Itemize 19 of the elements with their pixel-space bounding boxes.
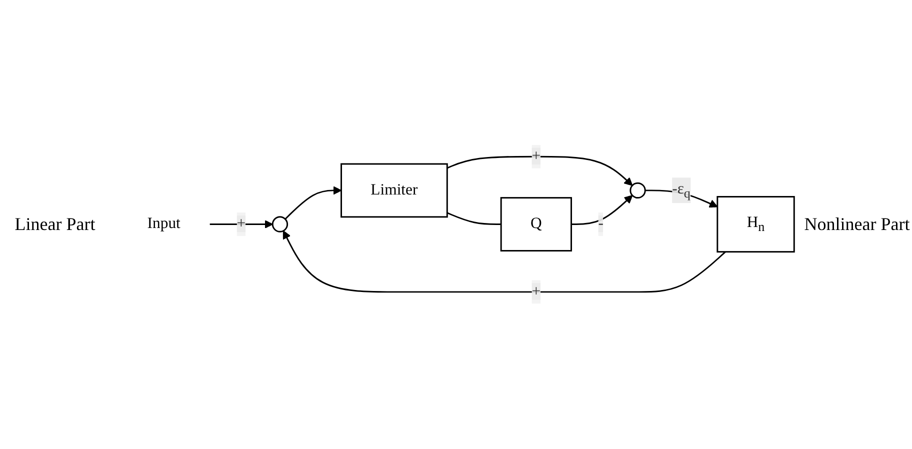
- arrow: [446, 156, 633, 186]
- arrow: [210, 220, 274, 229]
- arrow: [571, 195, 633, 226]
- connector: [446, 212, 502, 226]
- region-label: Linear Part: [14, 214, 96, 235]
- node-circle: [630, 182, 646, 199]
- edge-label: -: [598, 216, 604, 232]
- arrow: [284, 186, 342, 220]
- node-box: Q: [500, 197, 572, 252]
- arrow: [282, 230, 726, 293]
- edge-label: +: [532, 283, 541, 300]
- region-label: Nonlinear Part: [803, 214, 911, 235]
- node-circle: [272, 216, 288, 233]
- edge-label: -ε$_{q}$: [672, 180, 690, 201]
- node-text: Input: [147, 216, 180, 232]
- node-box: Limiter: [340, 163, 448, 218]
- edge-label: +: [236, 216, 246, 232]
- node-box: H$_{n}$: [716, 196, 795, 253]
- edge-label: +: [532, 148, 541, 165]
